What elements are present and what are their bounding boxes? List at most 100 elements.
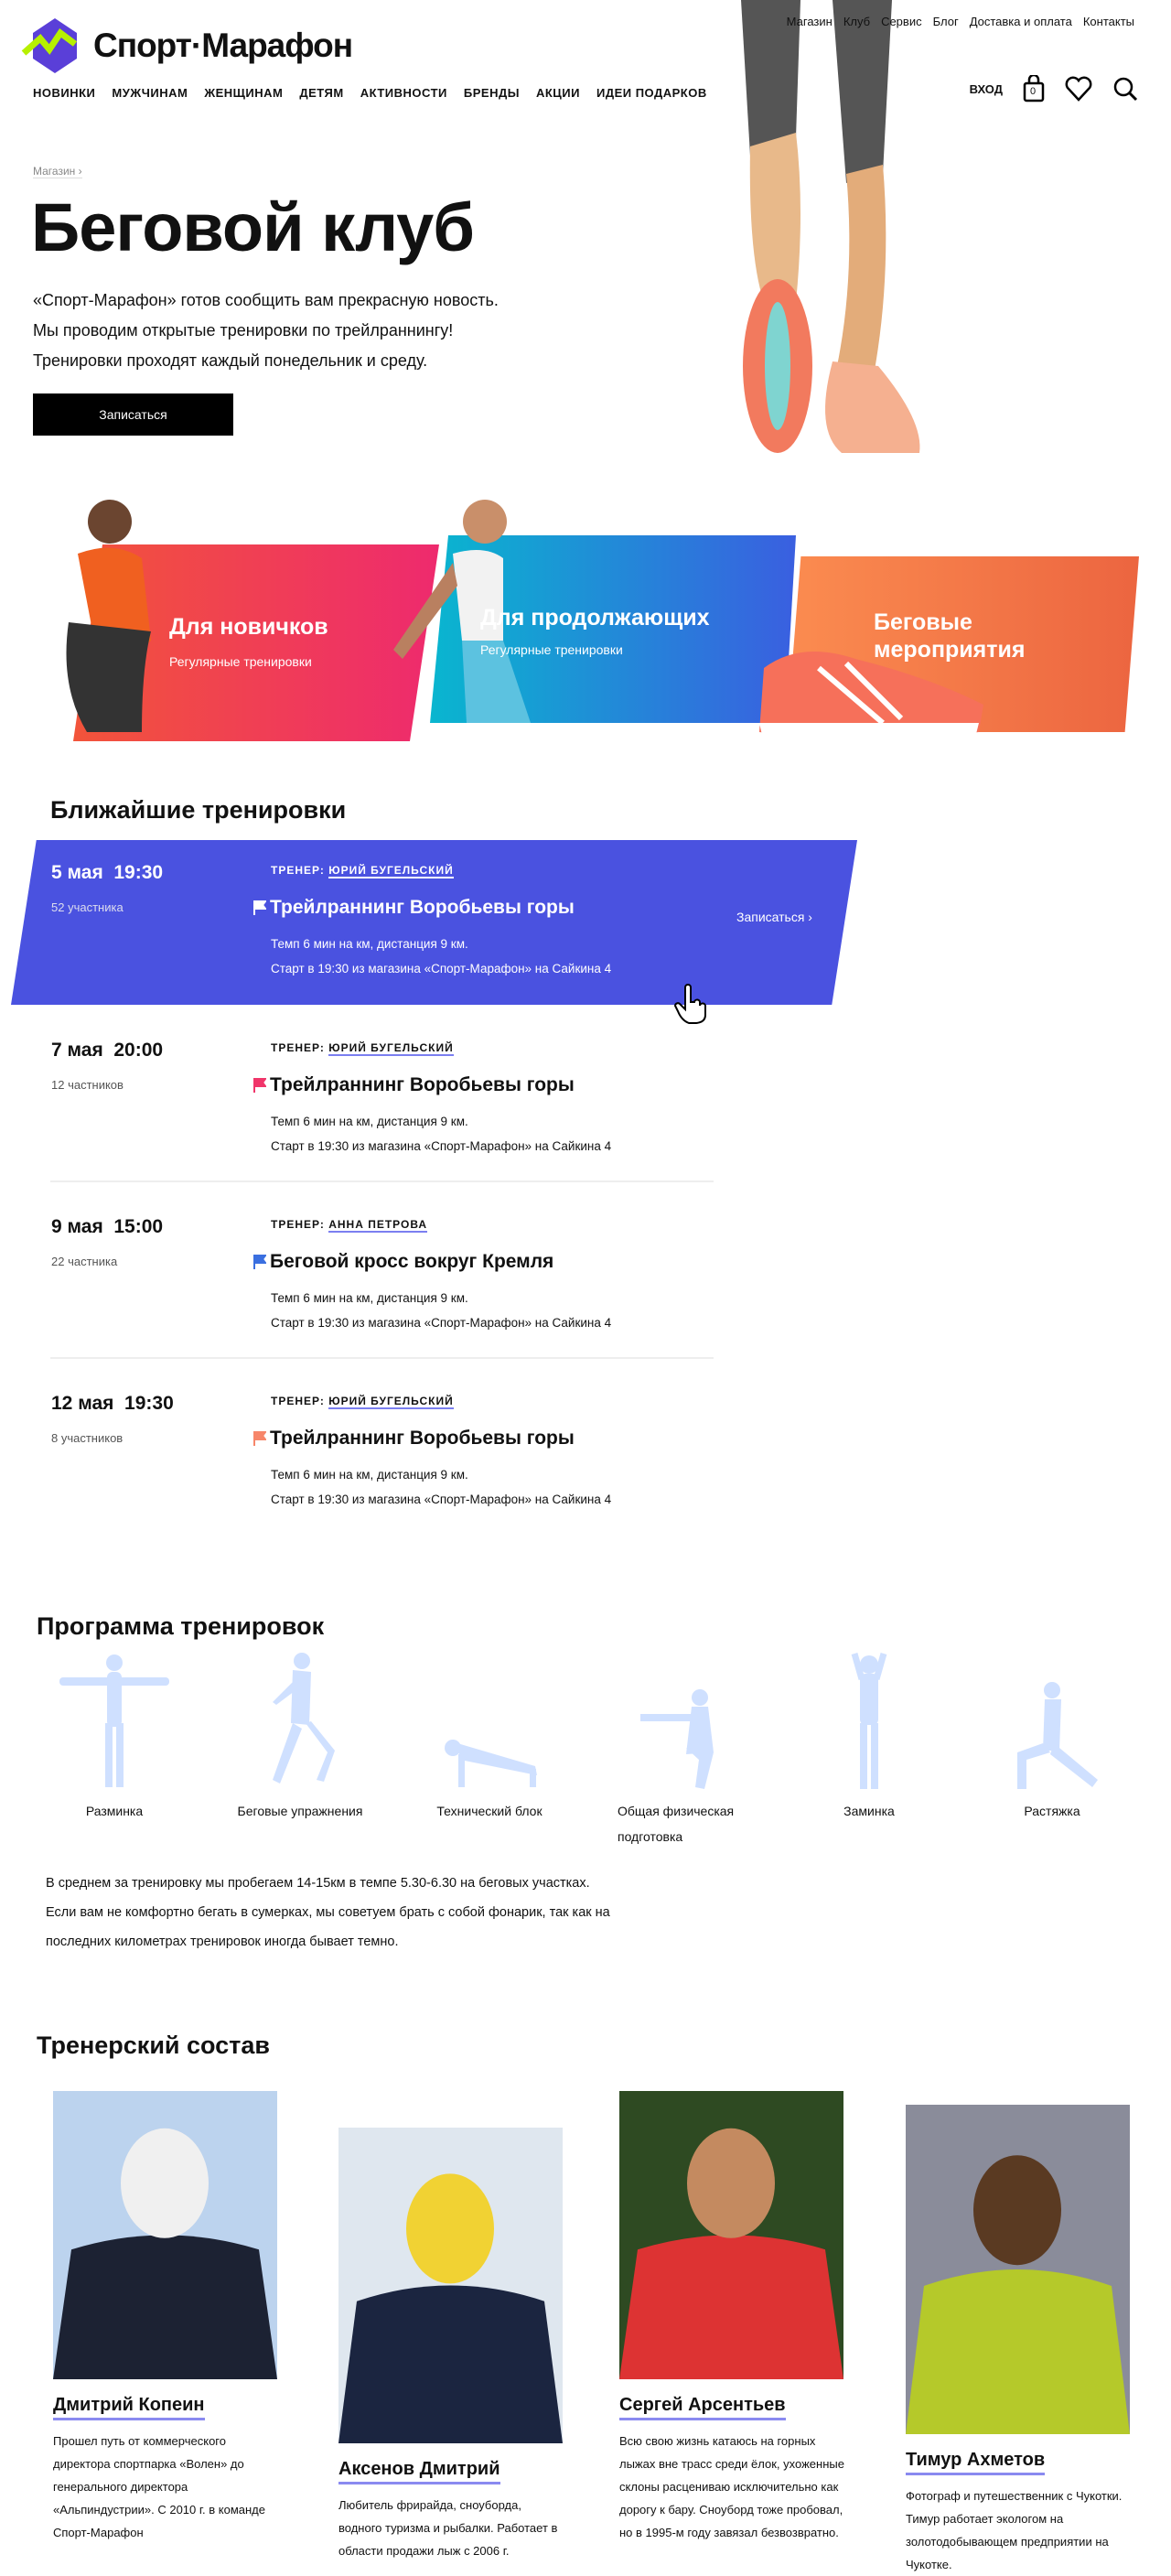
coach-link[interactable]: ЮРИЙ БУГЕЛЬСКИЙ — [328, 1041, 454, 1056]
coach-card: Дмитрий Копеин Прошел путь от коммерческ… — [53, 2091, 282, 2544]
event-row[interactable]: 5 мая 19:30 52 участника ТРЕНЕР: ЮРИЙ БУ… — [0, 840, 860, 1010]
nav-kids[interactable]: ДЕТЯМ — [299, 86, 344, 100]
coach-photo — [53, 2091, 277, 2379]
event-coach: ТРЕНЕР: ЮРИЙ БУГЕЛЬСКИЙ — [271, 864, 454, 878]
event-participants: 52 участника — [51, 900, 124, 914]
event-coach: ТРЕНЕР: ЮРИЙ БУГЕЛЬСКИЙ — [271, 1041, 454, 1056]
breadcrumb-shop[interactable]: Магазин › — [33, 165, 82, 178]
event-start: Старт в 19:30 из магазина «Спорт-Марафон… — [271, 1493, 612, 1506]
coach-name[interactable]: Тимур Ахметов — [906, 2450, 1046, 2475]
signup-button[interactable]: Записаться — [33, 393, 233, 436]
nav-brands[interactable]: БРЕНДЫ — [463, 86, 520, 100]
nav-gifts[interactable]: ИДЕИ ПОДАРКОВ — [596, 86, 707, 100]
program-note: В среднем за тренировку мы пробегаем 14-… — [46, 1876, 610, 1949]
program-step: Технический блок — [412, 1652, 567, 1824]
exercise-silhouette-icon — [273, 1653, 335, 1784]
nav-new[interactable]: НОВИНКИ — [33, 86, 96, 100]
coach-name[interactable]: Дмитрий Копеин — [53, 2395, 205, 2420]
event-pace: Темп 6 мин на км, дистанция 9 км. — [271, 1291, 468, 1305]
coach-link[interactable]: АННА ПЕТРОВА — [328, 1218, 428, 1233]
divider — [50, 1357, 714, 1359]
card-title: Для новичков — [169, 614, 328, 640]
program-step: Растяжка — [974, 1652, 1130, 1824]
top-link-blog[interactable]: Блог — [932, 15, 959, 28]
woman-running-image — [393, 500, 531, 723]
event-row[interactable]: 12 мая 19:30 8 участников ТРЕНЕР: ЮРИЙ Б… — [0, 1371, 860, 1541]
event-name: Трейлраннинг Воробьевы горы — [270, 1428, 575, 1449]
program-step: Разминка — [37, 1652, 192, 1824]
coach-link[interactable]: ЮРИЙ БУГЕЛЬСКИЙ — [328, 1395, 454, 1409]
hand-cursor-icon — [673, 984, 706, 1024]
bag-icon — [1023, 73, 1045, 102]
event-name: Трейлраннинг Воробьевы горы — [270, 897, 575, 918]
card-subtitle: Регулярные тренировки — [169, 654, 312, 669]
intro-line: «Спорт-Марафон» готов сообщить вам прекр… — [33, 291, 499, 309]
coach-label: ТРЕНЕР: — [271, 1218, 325, 1231]
card-events[interactable]: Беговые мероприятия — [746, 485, 1139, 750]
event-signup-link[interactable]: Записаться › — [736, 910, 812, 924]
coach-photo — [338, 2128, 563, 2443]
nav-women[interactable]: ЖЕНЩИНАМ — [204, 86, 284, 100]
event-title: Трейлраннинг Воробьевы горы — [253, 1428, 575, 1450]
flag-icon — [253, 900, 266, 915]
program-step-label: Беговые упражнения — [237, 1804, 363, 1818]
card-advanced[interactable]: Для продолжающих Регулярные тренировки — [366, 485, 796, 723]
page-title: Беговой клуб — [31, 189, 475, 265]
program-step: Заминка — [791, 1652, 947, 1824]
coach-name[interactable]: Аксенов Дмитрий — [338, 2459, 500, 2484]
exercise-silhouette-icon — [640, 1689, 714, 1789]
divider — [50, 1180, 714, 1182]
program-step-label: Разминка — [85, 1804, 144, 1818]
header-icons: ВХОД 0 — [969, 73, 1138, 102]
event-pace: Темп 6 мин на км, дистанция 9 км. — [271, 937, 468, 951]
exercise-silhouette-icon — [851, 1653, 887, 1789]
program-step-label: Растяжка — [1024, 1804, 1080, 1818]
top-links: Магазин Клуб Сервис Блог Доставка и опла… — [787, 15, 1134, 28]
nav-men[interactable]: МУЖЧИНАМ — [112, 86, 188, 100]
coach-link[interactable]: ЮРИЙ БУГЕЛЬСКИЙ — [328, 864, 454, 878]
cart-button[interactable]: 0 — [1023, 73, 1045, 102]
event-pace: Темп 6 мин на км, дистанция 9 км. — [271, 1115, 468, 1128]
exercise-silhouette-icon — [59, 1654, 169, 1787]
event-title: Трейлраннинг Воробьевы горы — [253, 1074, 575, 1096]
hero-intro: «Спорт-Марафон» готов сообщить вам прекр… — [33, 286, 499, 376]
nav-sales[interactable]: АКЦИИ — [535, 86, 580, 100]
top-link-club[interactable]: Клуб — [843, 15, 871, 28]
event-name: Трейлраннинг Воробьевы горы — [270, 1074, 575, 1095]
top-link-contacts[interactable]: Контакты — [1082, 15, 1134, 28]
coach-bio: Любитель фрирайда, сноуборда, водного ту… — [338, 2498, 558, 2558]
coaches-section-title: Тренерский состав — [37, 2032, 271, 2059]
event-date: 5 мая 19:30 — [51, 862, 164, 883]
top-link-shop[interactable]: Магазин — [786, 15, 833, 28]
intro-line: Мы проводим открытые тренировки по трейл… — [33, 321, 454, 340]
top-link-service[interactable]: Сервис — [881, 15, 922, 28]
event-pace: Темп 6 мин на км, дистанция 9 км. — [271, 1468, 468, 1482]
login-link[interactable]: ВХОД — [969, 81, 1003, 96]
event-name: Беговой кросс вокруг Кремля — [270, 1251, 554, 1272]
event-date: 12 мая 19:30 — [51, 1393, 174, 1414]
nav-activities[interactable]: АКТИВНОСТИ — [360, 86, 447, 100]
coach-label: ТРЕНЕР: — [271, 864, 325, 877]
signup-label: Записаться — [736, 910, 805, 924]
coach-photo — [619, 2091, 843, 2379]
running-shoe-image — [759, 652, 983, 743]
event-participants: 22 частника — [51, 1255, 118, 1268]
event-start: Старт в 19:30 из магазина «Спорт-Марафон… — [271, 1139, 612, 1153]
coach-card: Аксенов Дмитрий Любитель фрирайда, сноуб… — [338, 2128, 567, 2562]
intro-line: Тренировки проходят каждый понедельник и… — [33, 351, 428, 370]
coach-name[interactable]: Сергей Арсентьев — [619, 2395, 786, 2420]
event-date: 7 мая 20:00 — [51, 1040, 164, 1061]
top-link-delivery[interactable]: Доставка и оплата — [969, 15, 1072, 28]
logo[interactable]: Спорт·Марафон — [20, 16, 353, 75]
card-subtitle: Регулярные тренировки — [480, 642, 623, 657]
event-row[interactable]: 9 мая 15:00 22 частника ТРЕНЕР: АННА ПЕТ… — [0, 1194, 860, 1364]
program-step-label: Общая физическая подготовка — [618, 1804, 735, 1844]
card-beginners[interactable]: Для новичков Регулярные тренировки — [37, 485, 439, 741]
event-participants: 12 частников — [51, 1078, 124, 1092]
heart-icon[interactable] — [1065, 76, 1092, 102]
event-start: Старт в 19:30 из магазина «Спорт-Марафон… — [271, 1316, 612, 1330]
event-row[interactable]: 7 мая 20:00 12 частников ТРЕНЕР: ЮРИЙ БУ… — [0, 1018, 860, 1188]
search-icon[interactable] — [1112, 76, 1138, 102]
event-start: Старт в 19:30 из магазина «Спорт-Марафон… — [271, 962, 612, 975]
exercise-silhouette-icon — [445, 1740, 537, 1787]
